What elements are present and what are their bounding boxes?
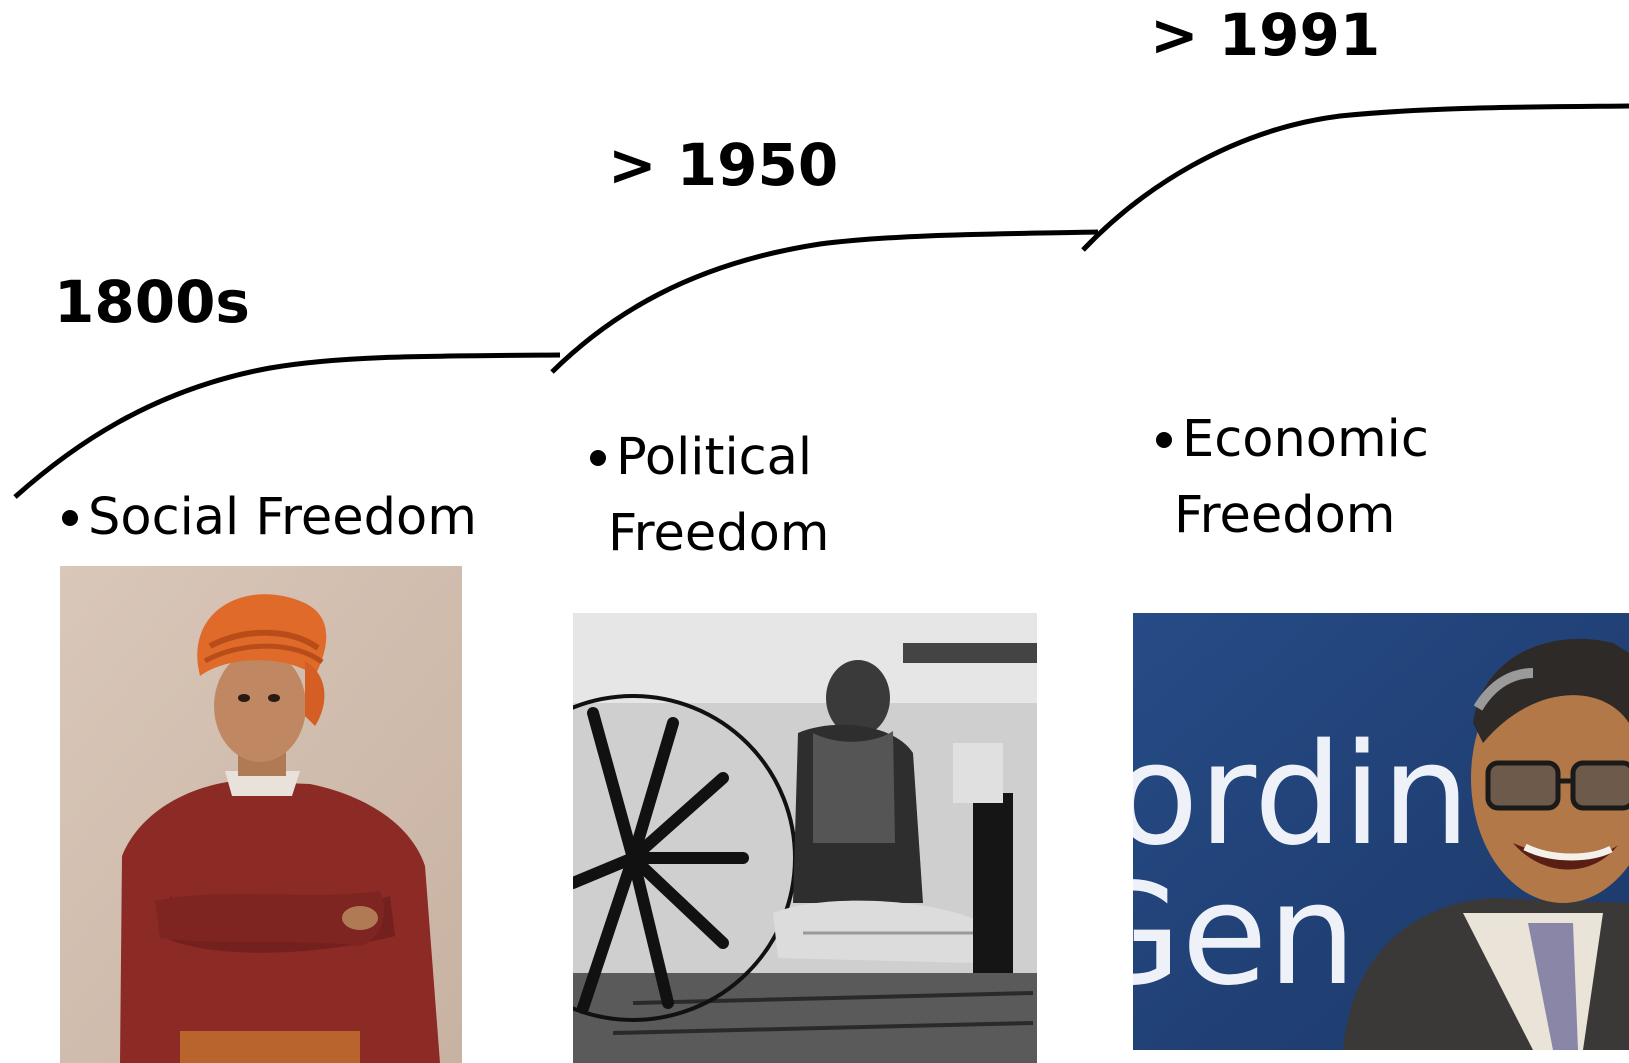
portrait-illustration [60, 566, 462, 1063]
smiling-man-illustration: ordin Gen [1133, 613, 1629, 1050]
timeline-step-3 [1081, 103, 1629, 252]
spinning-wheel-photo [573, 613, 1037, 1063]
era-label-1950: > 1950 [608, 131, 839, 199]
bullet-dot [1156, 432, 1172, 448]
bullet-text-line-1: Political [616, 428, 813, 487]
portrait-orange-turban-photo [60, 566, 462, 1063]
bullet-political-freedom: Political Freedom [590, 420, 829, 572]
bullet-economic-freedom: Economic Freedom [1156, 402, 1429, 554]
bullet-text: Social Freedom [88, 488, 477, 547]
timeline-step-1 [13, 352, 561, 499]
spinning-wheel-illustration [573, 613, 1037, 1063]
backdrop-text-line-2: Gen [1133, 854, 1356, 1017]
smiling-man-glasses-photo: ordin Gen [1133, 613, 1629, 1050]
backdrop-text-line-1: ordin [1133, 714, 1470, 877]
bullet-dot [62, 510, 78, 526]
bullet-text-line-1: Economic [1182, 410, 1429, 469]
bullet-social-freedom: Social Freedom [62, 480, 477, 556]
era-label-1800s: 1800s [54, 268, 250, 336]
bullet-text-line-2: Freedom [1174, 486, 1396, 545]
timeline-step-2 [550, 229, 1099, 374]
era-label-1991: > 1991 [1150, 1, 1381, 69]
bullet-text-line-2: Freedom [608, 504, 830, 563]
bullet-dot [590, 450, 606, 466]
